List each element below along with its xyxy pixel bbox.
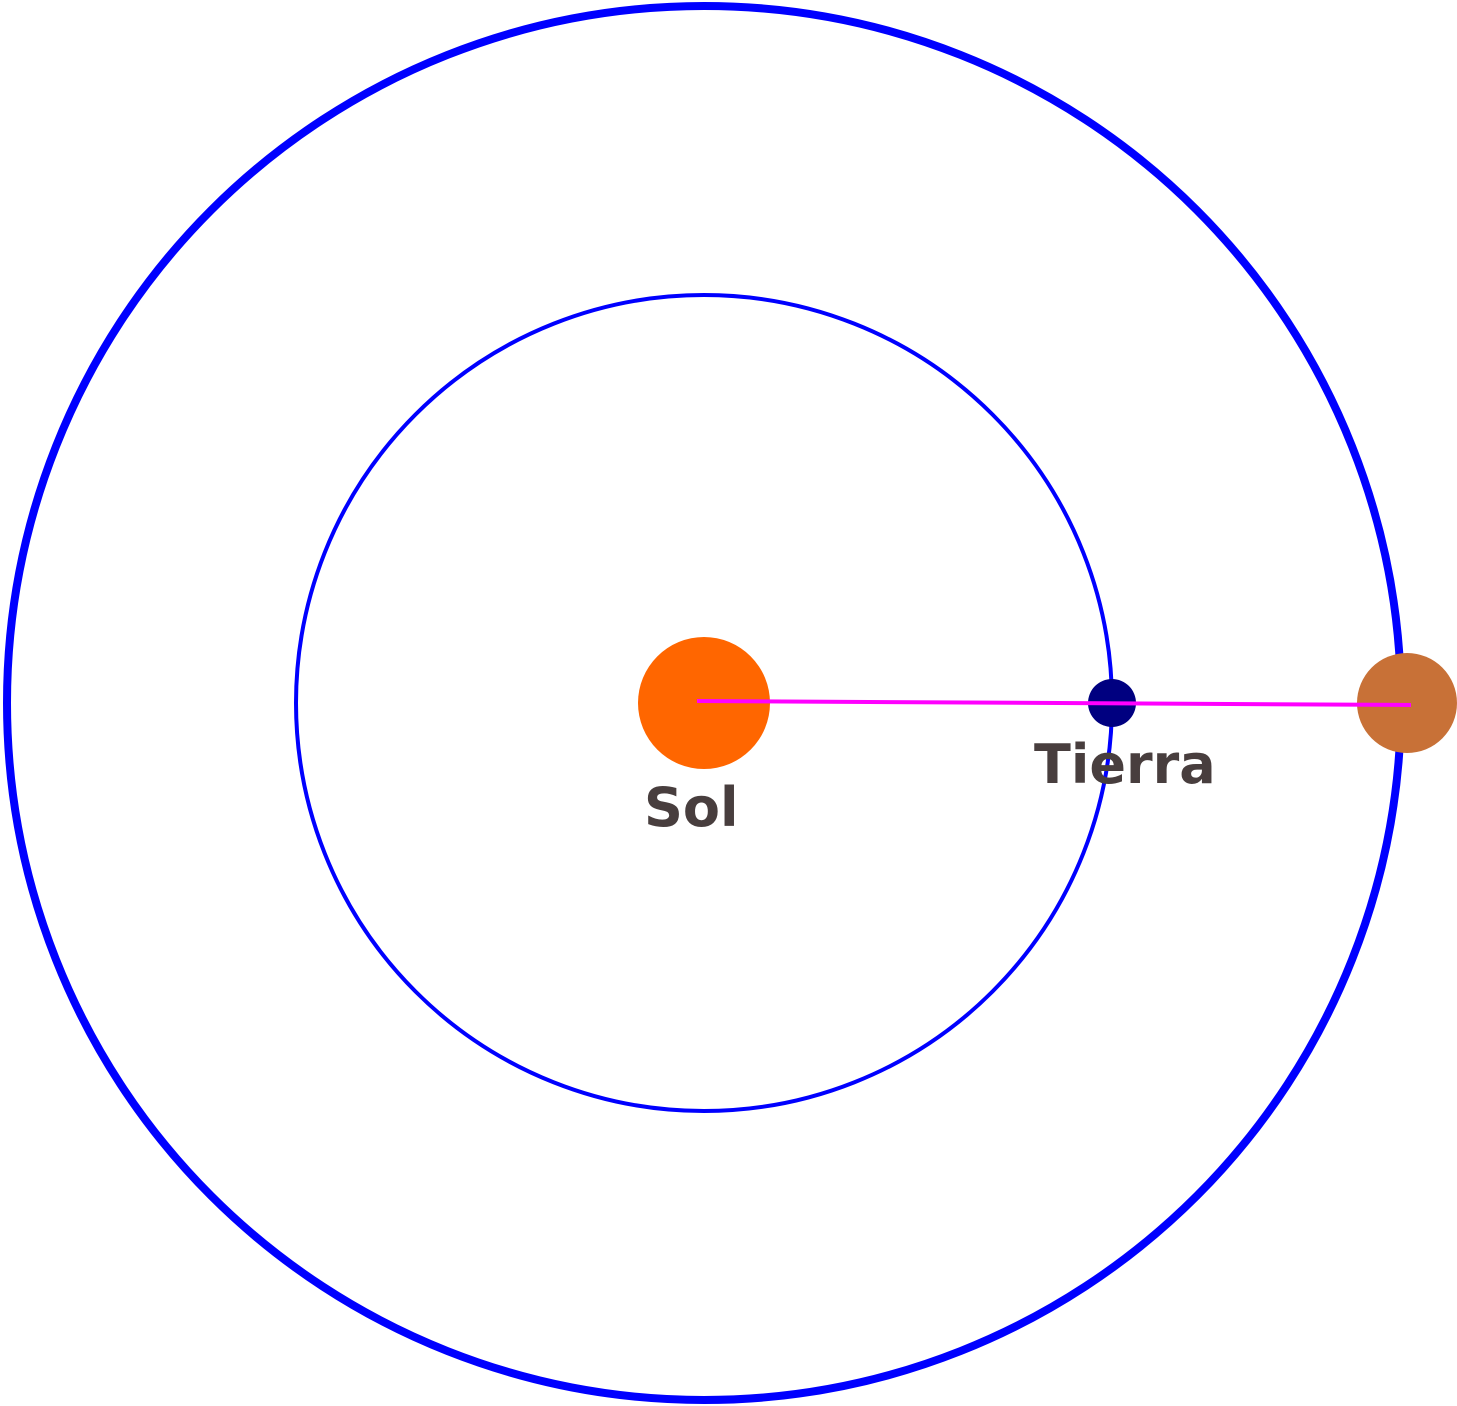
earth-label: Tierra xyxy=(1034,733,1216,796)
alignment-line xyxy=(696,699,1412,707)
sun-label: Sol xyxy=(644,776,739,839)
